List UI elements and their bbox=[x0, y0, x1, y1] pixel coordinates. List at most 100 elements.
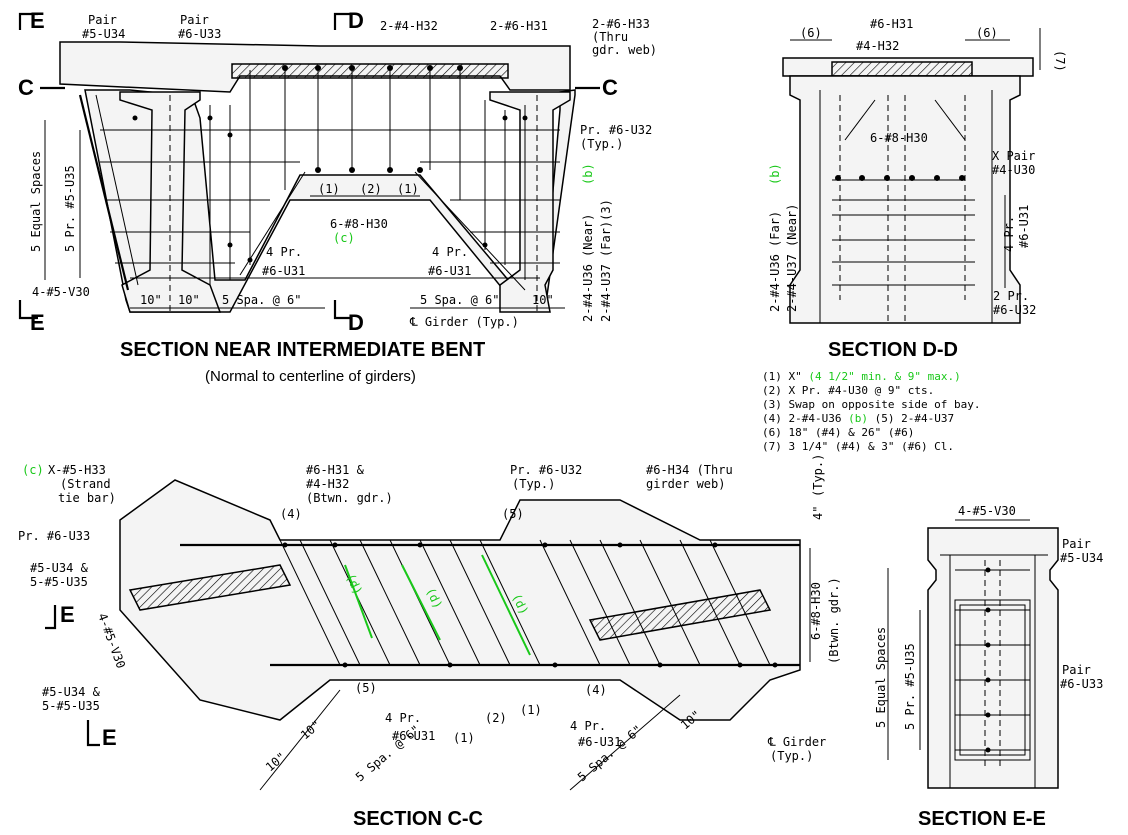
dd-lbl-h31: #6-H31 bbox=[870, 17, 913, 31]
cc-lbl-btwn: (Btwn. gdr.) bbox=[827, 577, 841, 664]
ee-ties bbox=[955, 569, 1030, 751]
cc-lbl-u33: Pr. #6-U33 bbox=[18, 529, 90, 543]
cc-lbl-n4b: (4) bbox=[585, 683, 607, 697]
lbl-pair-u34b: #5-U34 bbox=[82, 27, 125, 41]
cc-lbl-n1: (1) bbox=[453, 731, 475, 745]
cc-lbl-4in-typ: (Typ.) bbox=[811, 454, 825, 497]
cc-lbl-h30: 6-#8-H30 bbox=[809, 582, 823, 640]
cc-lbl-u34a: #5-U34 & bbox=[30, 561, 89, 575]
bent-left-edge-inner bbox=[95, 94, 139, 286]
dd-dots bbox=[835, 175, 965, 181]
note-2: (2) X Pr. #4-U30 @ 9" cts. bbox=[762, 384, 934, 397]
cc-cut-e-top-label: E bbox=[60, 602, 75, 627]
dd-lbl-u30: #4-U30 bbox=[992, 163, 1035, 177]
dd-lbl-6a: (6) bbox=[800, 26, 822, 40]
cc-lbl-h33c: tie bar) bbox=[58, 491, 116, 505]
lbl-spa1: 5 Spa. @ 6" bbox=[222, 293, 301, 307]
section-d-d: (6) (6) (7) #6-H31 #4-H32 6-#8-H30 X Pai… bbox=[768, 17, 1067, 361]
cc-lbl-u32b: (Typ.) bbox=[512, 477, 555, 491]
dd-lbl-u32: #6-U32 bbox=[993, 303, 1036, 317]
ee-body bbox=[927, 527, 1059, 789]
lbl-h33b: (Thru bbox=[592, 30, 628, 44]
cut-e-top-mark bbox=[18, 12, 38, 30]
cc-cut-e-top bbox=[45, 605, 57, 630]
title-d-d: SECTION D-D bbox=[828, 339, 958, 361]
cc-lbl-h31c: (Btwn. gdr.) bbox=[306, 491, 393, 505]
dd-lbl-u37: 2-#4-U37 (Near) bbox=[785, 204, 799, 312]
cc-lbl-h31b: #4-H32 bbox=[306, 477, 349, 491]
girder-right bbox=[489, 91, 571, 313]
cut-c-right-label: C bbox=[602, 75, 618, 100]
cut-e-top-label: E bbox=[30, 8, 45, 33]
cc-lbl-girder: ℄ Girder bbox=[767, 735, 826, 749]
cc-dim-10-left bbox=[259, 689, 341, 791]
cc-lbl-u34b: 5-#5-U35 bbox=[30, 575, 88, 589]
cc-cut-e-bottom-label: E bbox=[102, 725, 117, 750]
lbl-u36: 2-#4-U36 (Near) bbox=[581, 214, 595, 322]
cut-e-bottom-mark bbox=[18, 300, 38, 320]
lbl-h31: 2-#6-H31 bbox=[490, 19, 548, 33]
note-4: (4) 2-#4-U36 (b) (5) 2-#4-U37 bbox=[762, 412, 954, 425]
ee-lbl-pair1: Pair bbox=[1062, 537, 1091, 551]
title-intermediate-bent: SECTION NEAR INTERMEDIATE BENT bbox=[120, 339, 485, 361]
dd-lbl-6b: (6) bbox=[976, 26, 998, 40]
dd-lbl-7: (7) bbox=[1053, 50, 1067, 72]
cc-lbl-4in: 4" bbox=[811, 506, 825, 520]
cc-lbl-pr4b: 4 Pr. bbox=[570, 719, 606, 733]
lbl-c-tag: (c) bbox=[333, 231, 355, 245]
lbl-d10c: 10" bbox=[532, 293, 554, 307]
cc-lbl-c-tag: (c) bbox=[22, 463, 44, 477]
lbl-u31a: #6-U31 bbox=[262, 264, 305, 278]
cc-girder-right-band bbox=[588, 589, 772, 641]
cc-lbl-spa1: 5 Spa. @ 6" bbox=[353, 722, 423, 784]
lbl-u32a: Pr. #6-U32 bbox=[580, 123, 652, 137]
lbl-u32b: (Typ.) bbox=[580, 137, 623, 151]
bent-left-edge bbox=[78, 94, 130, 291]
lbl-u35: 5 Pr. #5-U35 bbox=[63, 165, 77, 252]
cc-lbl-h34a: #6-H34 (Thru bbox=[646, 463, 733, 477]
lbl-pair-u33b: #6-U33 bbox=[178, 27, 221, 41]
cc-lbl-n1b: (1) bbox=[520, 703, 542, 717]
lbl-h33c: gdr. web) bbox=[592, 43, 657, 57]
lbl-d1: (1) bbox=[318, 182, 340, 196]
lbl-d10b: 10" bbox=[178, 293, 200, 307]
ee-dots bbox=[985, 567, 991, 753]
lbl-pr4b: 4 Pr. bbox=[432, 245, 468, 259]
dd-lbl-h32: #4-H32 bbox=[856, 39, 899, 53]
cc-diagonal-bars bbox=[279, 539, 771, 666]
ee-lbl-pair2: Pair bbox=[1062, 663, 1091, 677]
dd-lbl-u31: #6-U31 bbox=[1017, 205, 1031, 248]
horizontal-bars bbox=[100, 129, 560, 279]
cc-dots bbox=[282, 542, 778, 668]
title-c-c: SECTION C-C bbox=[353, 808, 483, 830]
cc-lbl-n4: (4) bbox=[280, 507, 302, 521]
lbl-d10a: 10" bbox=[140, 293, 162, 307]
lbl-spa2: 5 Spa. @ 6" bbox=[420, 293, 499, 307]
cut-d-bottom-label: D bbox=[348, 310, 364, 335]
cc-lbl-h34b: girder web) bbox=[646, 477, 725, 491]
note-3: (3) Swap on opposite side of bay. bbox=[762, 398, 981, 411]
dd-lbl-b-tag: (b) bbox=[768, 163, 782, 185]
lbl-h33a: 2-#6-H33 bbox=[592, 17, 650, 31]
dd-lbl-pr2: 2 Pr. bbox=[993, 289, 1029, 303]
cc-lbl-10b: 10" bbox=[298, 718, 324, 743]
lbl-girder-typ: ℄ Girder (Typ.) bbox=[409, 315, 519, 329]
u31-right-bar bbox=[414, 171, 526, 291]
dd-lbl-u36: 2-#4-U36 (Far) bbox=[768, 211, 782, 312]
lbl-h30: 6-#8-H30 bbox=[330, 217, 388, 231]
notes-block: (1) X" (4 1/2" min. & 9" max.) (2) X Pr.… bbox=[762, 370, 981, 453]
cc-lbl-u34c: #5-U34 & bbox=[42, 685, 101, 699]
ee-lbl-v30: 4-#5-V30 bbox=[958, 504, 1016, 518]
lbl-pair-u34: Pair bbox=[88, 13, 117, 27]
cc-lbl-u31a: #6-U31 bbox=[392, 729, 435, 743]
rebar-dots bbox=[132, 65, 528, 263]
ee-lbl-spaces: 5 Equal Spaces bbox=[874, 627, 888, 728]
cc-lbl-n5: (5) bbox=[502, 507, 524, 521]
dd-diag-1 bbox=[844, 99, 876, 141]
cc-lbl-u34d: 5-#5-U35 bbox=[42, 699, 100, 713]
cc-green-arrows bbox=[344, 554, 531, 656]
title-e-e: SECTION E-E bbox=[918, 808, 1046, 830]
lbl-pair-u33: Pair bbox=[180, 13, 209, 27]
